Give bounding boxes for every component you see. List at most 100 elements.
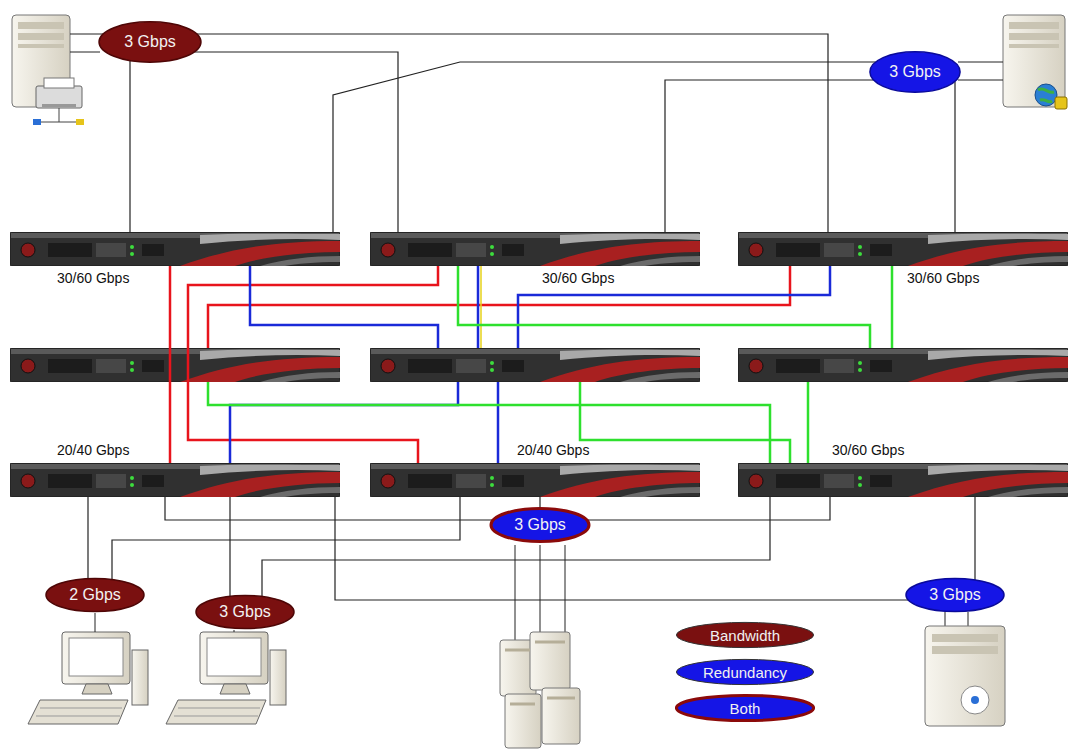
art-path: [70, 34, 103, 52]
art-rect: [200, 632, 268, 684]
switch-unit: 20/40 Gbps: [10, 463, 340, 497]
art-path: [458, 266, 870, 348]
art-path: [945, 612, 968, 626]
bandwidth-ellipse: 3 Gbps: [905, 577, 1005, 613]
art-path: [518, 266, 830, 348]
bandwidth-label: 3 Gbps: [929, 586, 981, 604]
art-path: [1038, 89, 1054, 102]
capacity-label: 30/60 Gbps: [830, 442, 906, 459]
capacity-label: 20/40 Gbps: [55, 442, 131, 459]
art-rect: [925, 626, 1005, 726]
storage-server: [925, 612, 1005, 726]
legend-entry: Redundancy: [675, 658, 815, 686]
art-path: [36, 708, 122, 716]
art-path: [580, 382, 790, 463]
art-path: [220, 684, 250, 694]
art-rect: [207, 638, 261, 676]
network-link: [333, 62, 876, 232]
network-link: [112, 497, 460, 579]
art-path: [82, 684, 112, 694]
art-rect: [18, 22, 64, 29]
switch-unit: 30/60 Gbps: [738, 232, 1068, 266]
legend-text: Bandwidth: [710, 627, 780, 644]
art-path: [188, 266, 438, 463]
bandwidth-label: 3 Gbps: [219, 603, 271, 621]
capacity-label: 30/60 Gbps: [540, 270, 616, 287]
art-path: [174, 708, 260, 716]
bandwidth-ellipse: 3 Gbps: [490, 507, 590, 543]
art-use: [370, 232, 700, 266]
legend-text: Both: [730, 700, 761, 717]
art-rect: [42, 104, 76, 107]
art-use: [370, 463, 700, 497]
legend-swatch: [676, 659, 813, 684]
art-rect: [18, 44, 64, 48]
art-rect: [33, 119, 41, 125]
network-link: [129, 61, 130, 232]
art-use: [738, 463, 1068, 497]
switch-unit: 30/60 Gbps: [10, 232, 340, 266]
legend-swatch: [676, 622, 813, 647]
bandwidth-ellipse: 3 Gbps: [195, 594, 295, 630]
art-circle: [1035, 84, 1057, 106]
art-rect: [542, 688, 580, 744]
network-link: [587, 497, 830, 520]
ellipse-shape: [46, 578, 144, 611]
network-link: [229, 497, 230, 596]
bandwidth-ellipse: 3 Gbps: [98, 20, 202, 64]
workstation: [28, 613, 148, 724]
bandwidth-ellipse: 2 Gbps: [45, 577, 145, 613]
capacity-label: 20/40 Gbps: [515, 442, 591, 459]
art-rect: [1009, 33, 1059, 40]
art-path: [234, 630, 235, 632]
network-link: [197, 34, 828, 232]
ellipse-shape: [196, 595, 294, 628]
web-server: [958, 15, 1067, 109]
bandwidth-label: 3 Gbps: [889, 63, 941, 81]
ellipse-shape: [491, 508, 589, 541]
switch-unit: 20/40 Gbps: [370, 463, 700, 497]
bandwidth-label: 3 Gbps: [514, 516, 566, 534]
art-circle: [971, 696, 979, 704]
switch-interlinks: [170, 266, 892, 463]
art-circle: [961, 686, 989, 714]
art-rect: [270, 650, 286, 705]
art-rect: [18, 33, 64, 40]
art-rect: [1003, 15, 1065, 107]
ellipse-shape: [870, 52, 960, 92]
network-link: [539, 497, 540, 508]
network-link: [165, 497, 493, 520]
network-link: [262, 497, 770, 596]
capacity-label: 30/60 Gbps: [55, 270, 131, 287]
bandwidth-label: 3 Gbps: [124, 33, 176, 51]
art-path: [95, 613, 96, 632]
art-path: [169, 266, 172, 463]
art-path: [208, 382, 770, 463]
art-rect: [36, 86, 82, 108]
art-rect: [1009, 44, 1059, 48]
art-use: [370, 348, 700, 382]
art-rect: [505, 694, 541, 748]
art-path: [807, 382, 810, 463]
network-link: [665, 80, 874, 232]
art-path: [166, 700, 266, 724]
legend-text: Redundancy: [703, 664, 787, 681]
art-path: [891, 266, 894, 348]
network-link: [335, 497, 908, 600]
art-rect: [1009, 22, 1059, 29]
switch-unit: 30/60 Gbps: [370, 232, 700, 266]
bandwidth-label: 2 Gbps: [69, 586, 121, 604]
workstation: [166, 630, 286, 724]
art-path: [497, 382, 500, 463]
art-rect: [132, 650, 148, 705]
network-link: [87, 497, 88, 579]
art-use: [10, 348, 340, 382]
print-server: [12, 15, 103, 125]
art-rect: [69, 638, 123, 676]
network-link: [974, 497, 975, 580]
art-rect: [62, 632, 130, 684]
